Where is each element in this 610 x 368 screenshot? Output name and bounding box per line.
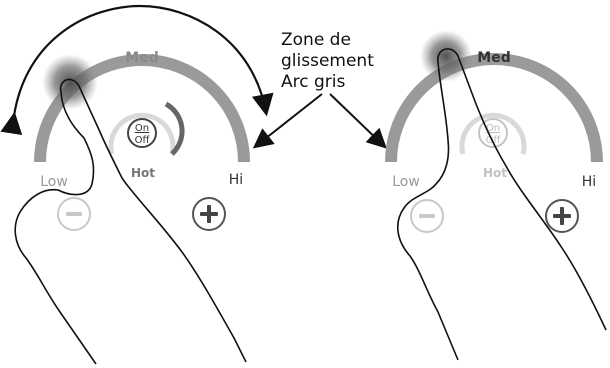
panel-left: Med Low Hi On Off Hot <box>0 4 274 365</box>
center-label-hot: Hot <box>131 166 155 180</box>
minus-icon <box>419 214 435 218</box>
callout-line-2: glissement <box>281 51 374 71</box>
touch-point <box>420 30 472 82</box>
plus-icon <box>200 205 218 223</box>
power-button[interactable]: On Off <box>127 118 157 148</box>
touch-point <box>42 54 98 110</box>
slider-label-low: Low <box>392 174 420 190</box>
callout-line-3: Arc gris <box>281 72 345 92</box>
callout-line-1: Zone de <box>281 30 351 50</box>
callout-arrow-right <box>329 93 387 149</box>
slider-arc[interactable] <box>385 53 603 163</box>
callout: Zone de glissement Arc gris <box>252 30 387 149</box>
center-label-hot: Hot <box>483 166 507 180</box>
slider-label-hi: Hi <box>582 174 596 190</box>
callout-arrow-left <box>252 93 323 149</box>
power-button-on-label: On <box>135 123 149 134</box>
minus-button[interactable] <box>410 199 444 233</box>
panel-right: Med Low Hi On Off Hot <box>385 30 607 361</box>
swipe-arrow-icon <box>0 4 274 136</box>
inner-arc-dark <box>164 101 185 156</box>
power-button-off-label: Off <box>486 135 502 146</box>
inner-arc <box>459 112 527 155</box>
hand-illustration <box>397 48 607 361</box>
minus-icon <box>66 212 82 216</box>
power-button-off-label: Off <box>135 135 151 146</box>
slider-label-med: Med <box>125 50 158 66</box>
minus-button[interactable] <box>57 197 91 231</box>
inner-arc <box>108 112 176 155</box>
hand-illustration <box>14 78 247 365</box>
plus-button[interactable] <box>545 199 579 233</box>
slider-label-hi: Hi <box>229 172 243 188</box>
slider-label-low: Low <box>40 174 68 190</box>
slider-label-med: Med <box>477 50 510 66</box>
plus-icon <box>553 207 571 225</box>
power-button-on-label: On <box>486 123 500 134</box>
plus-button[interactable] <box>192 197 226 231</box>
